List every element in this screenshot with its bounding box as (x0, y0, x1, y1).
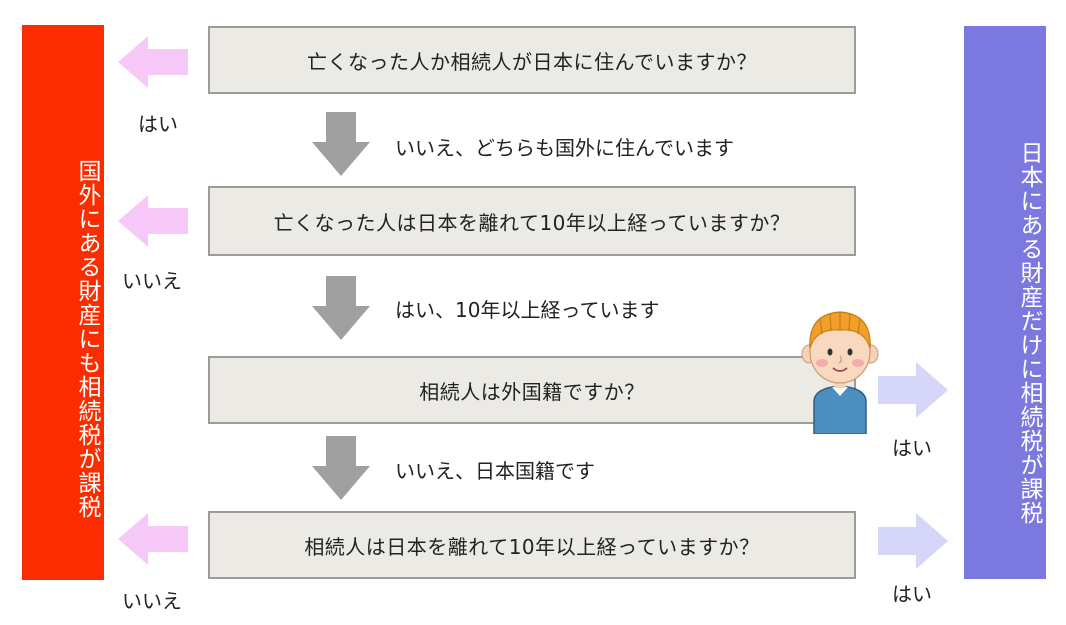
right-result-text: 日本にある財産だけに相続税が課税 (1016, 140, 1042, 525)
question-box-2: 亡くなった人は日本を離れて10年以上経っていますか？ (208, 186, 856, 256)
question-text-2: 亡くなった人は日本を離れて10年以上経っていますか？ (273, 210, 791, 235)
question-text-4: 相続人は日本を離れて10年以上経っていますか？ (304, 534, 760, 559)
right-arrow-icon (878, 362, 948, 418)
right-arrow-icon (878, 513, 948, 569)
left-result-panel: 国外にある財産にも相続税が課税 (22, 25, 104, 580)
left-arrow-icon (118, 513, 188, 565)
right-result-panel: 日本にある財産だけに相続税が課税 (964, 26, 1046, 579)
answer-label-q3-right: はい (892, 436, 932, 460)
left-arrow-icon (118, 195, 188, 247)
question-box-3: 相続人は外国籍ですか？ (208, 356, 856, 424)
down-arrow-icon (312, 276, 370, 340)
question-box-1: 亡くなった人か相続人が日本に住んでいますか？ (208, 26, 856, 94)
left-arrow-icon (118, 36, 188, 88)
answer-label-q1-left: はい (138, 112, 178, 136)
down-arrow-icon (312, 436, 370, 500)
transition-label-3: いいえ、日本国籍です (395, 459, 595, 483)
answer-label-q4-right: はい (892, 582, 932, 606)
question-text-3: 相続人は外国籍ですか？ (419, 379, 645, 404)
question-box-4: 相続人は日本を離れて10年以上経っていますか？ (208, 511, 856, 579)
boy-illustration-icon (801, 311, 879, 434)
question-text-1: 亡くなった人か相続人が日本に住んでいますか？ (307, 49, 757, 74)
answer-label-q2-left: いいえ (122, 269, 182, 293)
transition-label-1: いいえ、どちらも国外に住んでいます (395, 136, 734, 160)
left-result-text: 国外にある財産にも相続税が課税 (74, 158, 100, 519)
transition-label-2: はい、10年以上経っています (395, 298, 660, 322)
down-arrow-icon (312, 112, 370, 176)
answer-label-q4-left: いいえ (122, 589, 182, 613)
